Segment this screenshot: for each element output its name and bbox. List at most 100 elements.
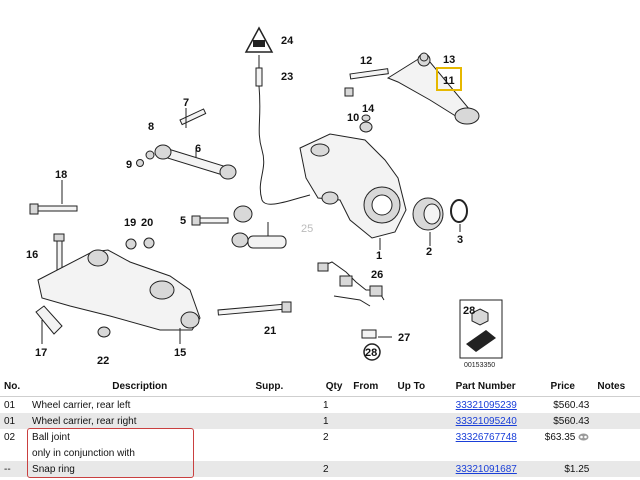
table-header: No. Description Supp. Qty From Up To Par… — [0, 377, 640, 397]
cell-from — [349, 397, 393, 414]
callout-24[interactable]: 24 — [281, 35, 294, 47]
bolt-18 — [29, 203, 78, 215]
diagram-id: 00153350 — [464, 362, 495, 369]
callout-19[interactable]: 19 — [124, 217, 136, 229]
table-row: -- Snap ring 2 33321091687 $1.25 — [0, 461, 640, 477]
cell-from — [349, 461, 394, 477]
bolt-16 — [53, 233, 65, 273]
callout-27[interactable]: 27 — [398, 332, 410, 344]
callout-1[interactable]: 1 — [376, 250, 382, 262]
callout-26[interactable]: 26 — [371, 269, 383, 281]
cell-supp — [251, 413, 319, 429]
cell-supp — [252, 445, 320, 461]
header-no: No. — [0, 377, 29, 397]
callout-14[interactable]: 14 — [362, 103, 375, 115]
callout-23[interactable]: 23 — [281, 71, 293, 83]
header-description: Description — [28, 377, 252, 397]
cell-price — [532, 445, 593, 461]
header-price: Price — [532, 377, 594, 397]
part-number-link[interactable]: 33321091687 — [455, 463, 517, 475]
upper-control-arm — [386, 53, 480, 125]
lower-control-arm — [37, 249, 201, 331]
cell-supp — [252, 429, 320, 445]
header-qty: Qty — [319, 377, 350, 397]
bracket-17 — [35, 305, 63, 335]
callout-2[interactable]: 2 — [426, 246, 432, 258]
cell-from — [349, 429, 393, 445]
header-notes: Notes — [593, 377, 640, 397]
callout-25[interactable]: 25 — [301, 223, 313, 235]
cell-notes — [593, 429, 640, 445]
cell-from — [349, 413, 394, 429]
table-row: 01 Wheel carrier, rear right 1 333210952… — [0, 413, 640, 429]
callout-15[interactable]: 15 — [174, 347, 186, 359]
callout-28[interactable]: 28 — [365, 347, 377, 359]
callout-11[interactable]: 11 — [443, 75, 455, 87]
sensor-wire — [255, 67, 311, 205]
cell-notes — [593, 461, 640, 477]
cell-description: Ball joint — [32, 431, 70, 443]
cell-notes — [593, 413, 640, 429]
header-upto: Up To — [393, 377, 452, 397]
callout-7[interactable]: 7 — [183, 97, 189, 109]
header-supp: Supp. — [251, 377, 319, 397]
part-number-link[interactable]: 33326767748 — [455, 431, 517, 443]
callout-10[interactable]: 10 — [347, 112, 359, 124]
cell-description: Wheel carrier, rear left — [32, 399, 131, 411]
callout-20[interactable]: 20 — [141, 217, 153, 229]
cell-description: only in conjunction with — [32, 447, 135, 459]
callout-18[interactable]: 18 — [55, 169, 67, 181]
cell-upto — [393, 413, 452, 429]
wheel-carrier — [299, 133, 407, 239]
callout-12[interactable]: 12 — [360, 55, 372, 67]
cell-upto — [393, 461, 452, 477]
nut-22 — [97, 326, 111, 338]
cell-notes — [593, 445, 640, 461]
snap-ring — [450, 199, 468, 223]
cell-part-number — [452, 445, 533, 461]
bushing-20 — [143, 237, 155, 249]
cell-supp — [252, 397, 320, 414]
callout-8[interactable]: 8 — [148, 121, 154, 133]
header-part-number: Part Number — [451, 377, 533, 397]
ball-joint — [412, 197, 444, 231]
callout-21[interactable]: 21 — [264, 325, 276, 337]
cell-notes — [593, 397, 640, 414]
cell-no: 01 — [4, 399, 16, 411]
nut-13 — [419, 52, 429, 62]
part-number-link[interactable]: 33321095239 — [455, 399, 517, 411]
bolt-5 — [191, 215, 229, 226]
clip-27 — [361, 329, 377, 339]
cell-description: Wheel carrier, rear right — [28, 413, 252, 429]
callout-5[interactable]: 5 — [180, 215, 186, 227]
cell-description: Snap ring — [28, 461, 252, 477]
bushing-19 — [125, 238, 137, 250]
bolt-21 — [217, 301, 292, 316]
cell-price: $63.35 — [544, 431, 576, 443]
table-row: 01 Wheel carrier, rear left 1 3332109523… — [0, 397, 640, 414]
callout-6[interactable]: 6 — [195, 143, 201, 155]
cell-qty: 2 — [323, 431, 329, 443]
nut-10 — [359, 121, 373, 133]
cell-no — [0, 445, 28, 461]
callout-28-inset[interactable]: 28 — [463, 305, 475, 317]
part-number-link[interactable]: 33321095240 — [455, 415, 517, 427]
cell-qty: 1 — [319, 413, 350, 429]
callout-16[interactable]: 16 — [26, 249, 38, 261]
callout-17[interactable]: 17 — [35, 347, 47, 359]
wiring-harness — [317, 261, 385, 307]
table-row: only in conjunction with — [0, 445, 640, 461]
cell-from — [349, 445, 393, 461]
cart-icon[interactable] — [578, 433, 589, 441]
cell-no: -- — [0, 461, 29, 477]
callout-13[interactable]: 13 — [443, 54, 455, 66]
cell-qty: 2 — [319, 461, 350, 477]
washer-14 — [361, 114, 371, 122]
header-from: From — [349, 377, 394, 397]
inset-box-28 — [459, 299, 503, 359]
callout-3[interactable]: 3 — [457, 234, 463, 246]
callout-22[interactable]: 22 — [97, 355, 109, 367]
cell-no: 02 — [4, 431, 16, 443]
callout-9[interactable]: 9 — [126, 159, 132, 171]
cell-upto — [393, 429, 451, 445]
